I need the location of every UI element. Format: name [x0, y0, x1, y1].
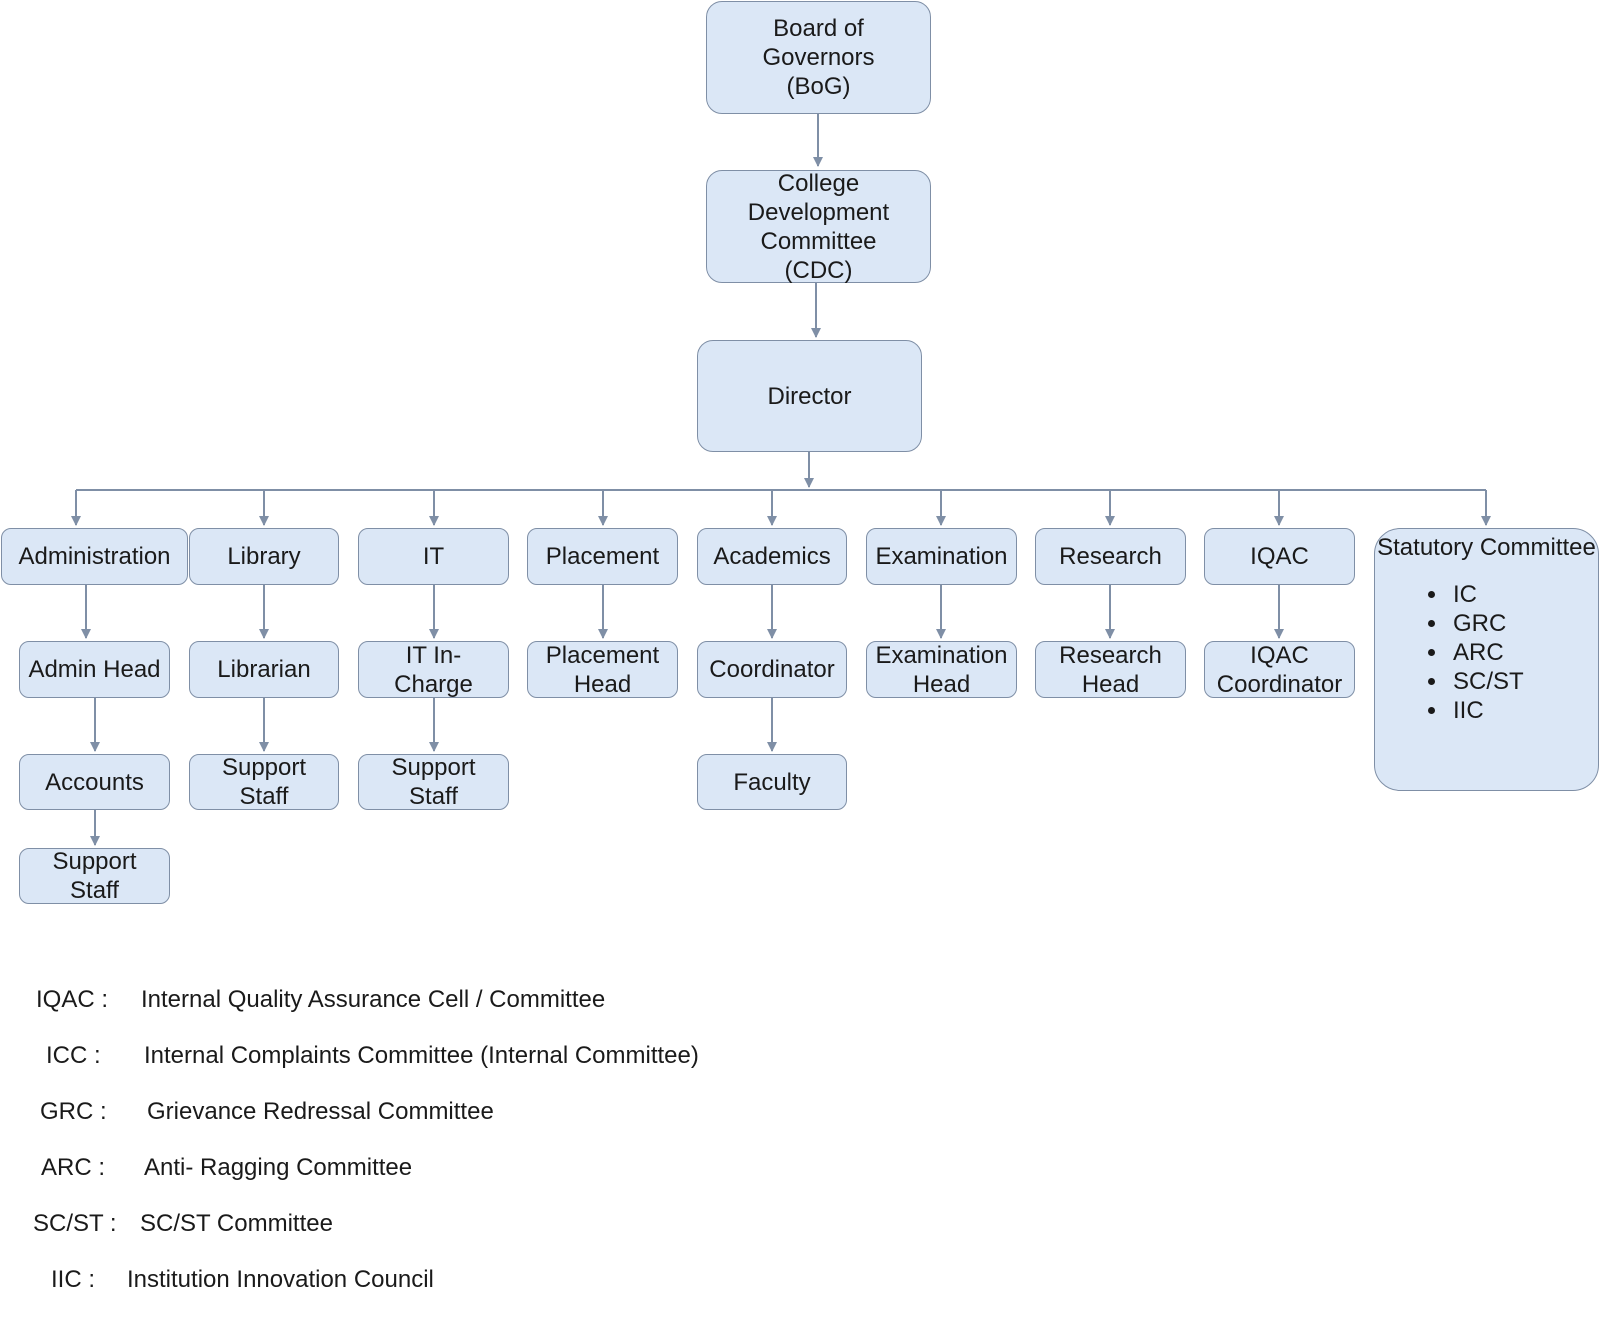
node-iqac-label: IQAC: [1250, 543, 1309, 570]
node-iqac: IQAC: [1204, 528, 1355, 585]
node-coordinator-label: Coordinator: [709, 656, 835, 683]
legend-desc: Internal Complaints Committee (Internal …: [144, 1042, 699, 1069]
node-it-label: IT: [422, 543, 445, 570]
node-administration-label: Administration: [18, 543, 171, 570]
node-librarian: Librarian: [189, 641, 339, 698]
node-admin-support-staff: Support Staff: [19, 848, 170, 904]
legend-abbr: ARC :: [41, 1154, 106, 1181]
node-bog: Board of Governors (BoG): [706, 1, 931, 114]
node-director: Director: [697, 340, 922, 452]
node-accounts: Accounts: [19, 754, 170, 810]
node-examination-label: Examination: [875, 543, 1008, 570]
org-chart-connectors: [71, 113, 1491, 846]
node-research: Research: [1035, 528, 1186, 585]
legend-row: GRC : Grievance Redressal Committee: [0, 1098, 1600, 1154]
node-librarian-label: Librarian: [217, 656, 311, 683]
node-examination: Examination: [866, 528, 1017, 585]
legend-abbr: ICC :: [46, 1042, 101, 1069]
node-cdc-label: College Development Committee (CDC): [747, 169, 890, 284]
legend-desc: SC/ST Committee: [140, 1210, 333, 1237]
statutory-list: IC GRC ARC SC/ST IIC: [1375, 580, 1598, 725]
node-placement-head-label: Placement Head: [545, 641, 660, 698]
legend-desc: Internal Quality Assurance Cell / Commit…: [141, 986, 606, 1013]
node-admin-support-staff-label: Support Staff: [52, 848, 137, 904]
node-library-label: Library: [227, 543, 301, 570]
node-cdc: College Development Committee (CDC): [706, 169, 931, 284]
node-examination-head-label: Examination Head: [875, 641, 1008, 698]
node-library-support-staff-label: Support Staff: [221, 754, 307, 810]
statutory-item: IIC: [1449, 696, 1598, 725]
node-admin-head: Admin Head: [19, 641, 170, 698]
node-academics-label: Academics: [713, 543, 831, 570]
statutory-item: SC/ST: [1449, 667, 1598, 696]
legend-abbr: GRC :: [40, 1098, 107, 1125]
node-it-support-staff-label: Support Staff: [391, 754, 476, 810]
node-it-support-staff: Support Staff: [358, 754, 509, 810]
node-admin-head-label: Admin Head: [28, 656, 161, 683]
legend-row: SC/ST : SC/ST Committee: [0, 1210, 1600, 1266]
node-faculty-label: Faculty: [733, 768, 811, 796]
statutory-item: GRC: [1449, 609, 1598, 638]
legend-abbr: IQAC :: [36, 986, 109, 1013]
node-it: IT: [358, 528, 509, 585]
node-faculty: Faculty: [697, 754, 847, 810]
legend-row: ICC : Internal Complaints Committee (Int…: [0, 1042, 1600, 1098]
node-placement-head: Placement Head: [527, 641, 678, 698]
node-iqac-coordinator: IQAC Coordinator: [1204, 641, 1355, 698]
legend-row: IIC : Institution Innovation Council: [0, 1266, 1600, 1322]
abbreviation-legend: IQAC : Internal Quality Assurance Cell /…: [0, 986, 1600, 1322]
legend-abbr: IIC :: [51, 1266, 96, 1293]
node-library: Library: [189, 528, 339, 585]
node-research-head: Research Head: [1035, 641, 1186, 698]
node-library-support-staff: Support Staff: [189, 754, 339, 810]
node-it-incharge: IT In-Charge: [358, 641, 509, 698]
node-it-incharge-label: IT In-Charge: [394, 641, 473, 698]
node-research-head-label: Research Head: [1059, 641, 1162, 698]
legend-row: ARC : Anti- Ragging Committee: [0, 1154, 1600, 1210]
node-placement-label: Placement: [545, 543, 660, 570]
legend-desc: Anti- Ragging Committee: [144, 1154, 413, 1181]
node-statutory-committee: Statutory Committee IC GRC ARC SC/ST IIC: [1374, 528, 1599, 791]
node-coordinator: Coordinator: [697, 641, 847, 698]
statutory-item: ARC: [1449, 638, 1598, 667]
legend-abbr: SC/ST :: [33, 1210, 117, 1237]
node-iqac-coordinator-label: IQAC Coordinator: [1216, 641, 1343, 698]
node-statutory-title: Statutory Committee: [1377, 534, 1596, 561]
node-academics: Academics: [697, 528, 847, 585]
node-examination-head: Examination Head: [866, 641, 1017, 698]
statutory-item: IC: [1449, 580, 1598, 609]
node-research-label: Research: [1059, 543, 1162, 570]
legend-desc: Grievance Redressal Committee: [147, 1098, 494, 1125]
legend-row: IQAC : Internal Quality Assurance Cell /…: [0, 986, 1600, 1042]
node-director-label: Director: [767, 382, 852, 410]
legend-desc: Institution Innovation Council: [127, 1266, 434, 1293]
node-placement: Placement: [527, 528, 678, 585]
node-bog-label: Board of Governors (BoG): [762, 15, 875, 100]
node-accounts-label: Accounts: [45, 768, 144, 796]
node-administration: Administration: [1, 528, 188, 585]
